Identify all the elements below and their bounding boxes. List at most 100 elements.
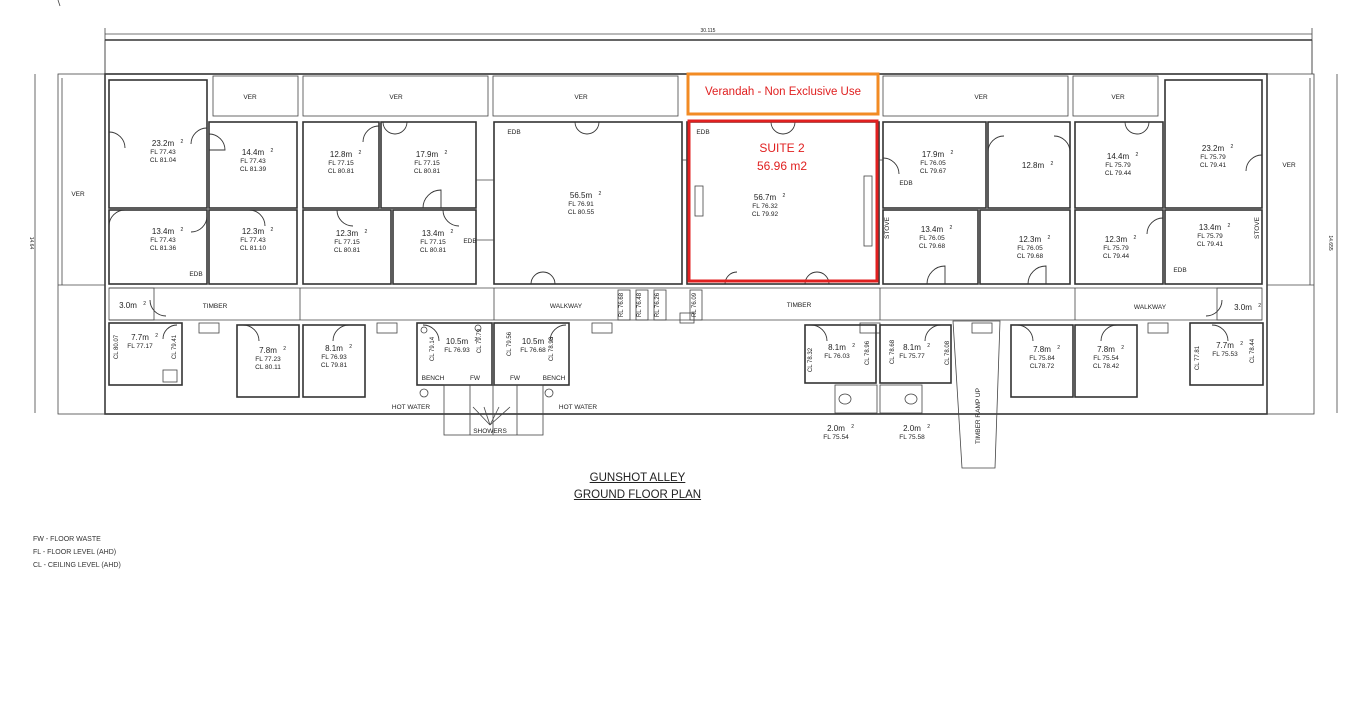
room-area: 12.3m [336,229,359,238]
room-level: CL 79.44 [1105,170,1132,177]
room-level: FL 75.79 [1197,233,1223,240]
room-area: 7.8m [1097,345,1115,354]
ver-label: VER [243,94,257,101]
area-superscript: 2 [451,229,454,235]
edb-label: EDB [507,129,520,136]
vertical-level: CL 79.41 [172,334,178,359]
vertical-level: RL 76.26 [655,292,661,317]
room-area: 13.4m [1199,223,1222,232]
room-level: FL 76.32 [752,203,778,210]
area-superscript: 2 [1240,341,1243,347]
area-superscript: 2 [359,150,362,156]
dimension-left: 14.64 [28,237,34,250]
area-superscript: 2 [951,150,954,156]
room-level: FL 77.43 [240,237,266,244]
room-area: 2.0m [827,424,845,433]
room-label: 2.0m 2FL 75.54 [823,424,854,441]
corridor [108,287,1263,334]
vertical-level: RL 76.48 [637,292,643,317]
room-area: 12.8m [330,150,353,159]
area-superscript: 2 [181,227,184,233]
room-level: CL 80.81 [420,247,447,254]
ver-label: VER [71,191,85,198]
vertical-level: RL 76.09 [692,292,698,317]
vertical-level: CL 79.56 [507,331,513,356]
room-level: FL 75.54 [823,434,849,441]
vertical-level: CL 80.07 [114,334,120,359]
verandah-boxes [212,75,1159,117]
room-level: FL 77.15 [334,239,360,246]
room-area: 56.7m [754,193,777,202]
area-superscript: 2 [475,337,478,343]
room-level: CL 79.67 [920,168,947,175]
stove-label: STOVE [1254,216,1261,239]
room-level: FL 77.17 [127,343,153,350]
room-level: FL 76.93 [321,354,347,361]
area-superscript: 2 [851,424,854,430]
room-level: CL 80.81 [334,247,361,254]
room-level: CL 79.41 [1197,241,1224,248]
edb-label: EDB [189,271,202,278]
vertical-level: CL 77.81 [1195,345,1201,370]
area-superscript: 2 [349,344,352,350]
room-area: 17.9m [416,150,439,159]
hot-water-label: HOT WATER [559,404,597,411]
room-area: 8.1m [828,343,846,352]
edb-label: EDB [899,180,912,187]
room-level: FL 77.23 [255,356,281,363]
ver-label: VER [1282,162,1296,169]
fixed-labels: VER VER VER VER VER VER VER EDB EDB EDB … [71,94,1296,444]
legend-item: FW - FLOOR WASTE [33,536,101,543]
room-level: FL 77.15 [328,160,354,167]
room-level: CL 80.55 [568,209,595,216]
room-level: FL 75.79 [1105,162,1131,169]
fw-label: FW [470,375,481,382]
bench-label: BENCH [422,375,445,382]
room-level: FL 77.15 [414,160,440,167]
edb-label: EDB [1173,267,1186,274]
stove-label: STOVE [884,216,891,239]
room-area: 7.7m [131,333,149,342]
room-area: 14.4m [1107,152,1130,161]
area-superscript: 2 [143,301,146,307]
vertical-level: CL 79.14 [430,336,436,361]
area-superscript: 2 [271,148,274,154]
room-level: FL 75.84 [1029,355,1055,362]
title-line-1: GUNSHOT ALLEY [589,472,686,484]
room-level: CL 81.36 [150,245,177,252]
area-superscript: 2 [1228,223,1231,229]
walkway-label: WALKWAY [550,303,583,310]
room-level: FL 76.05 [920,160,946,167]
room-area: 8.1m [903,343,921,352]
room-level: FL 75.53 [1212,351,1238,358]
room-level: CL 81.04 [150,157,177,164]
edb-label: EDB [696,129,709,136]
room-area: 23.2m [152,139,175,148]
room-area: 7.8m [1033,345,1051,354]
hot-water-label: HOT WATER [392,404,430,411]
ver-label: VER [974,94,988,101]
area-superscript: 2 [181,139,184,145]
area-superscript: 2 [551,337,554,343]
room-area: 56.5m [570,191,593,200]
suite-area: 56.96 m2 [757,159,807,173]
room-area: 23.2m [1202,144,1225,153]
room-area: 12.3m [242,227,265,236]
area-superscript: 2 [1057,345,1060,351]
